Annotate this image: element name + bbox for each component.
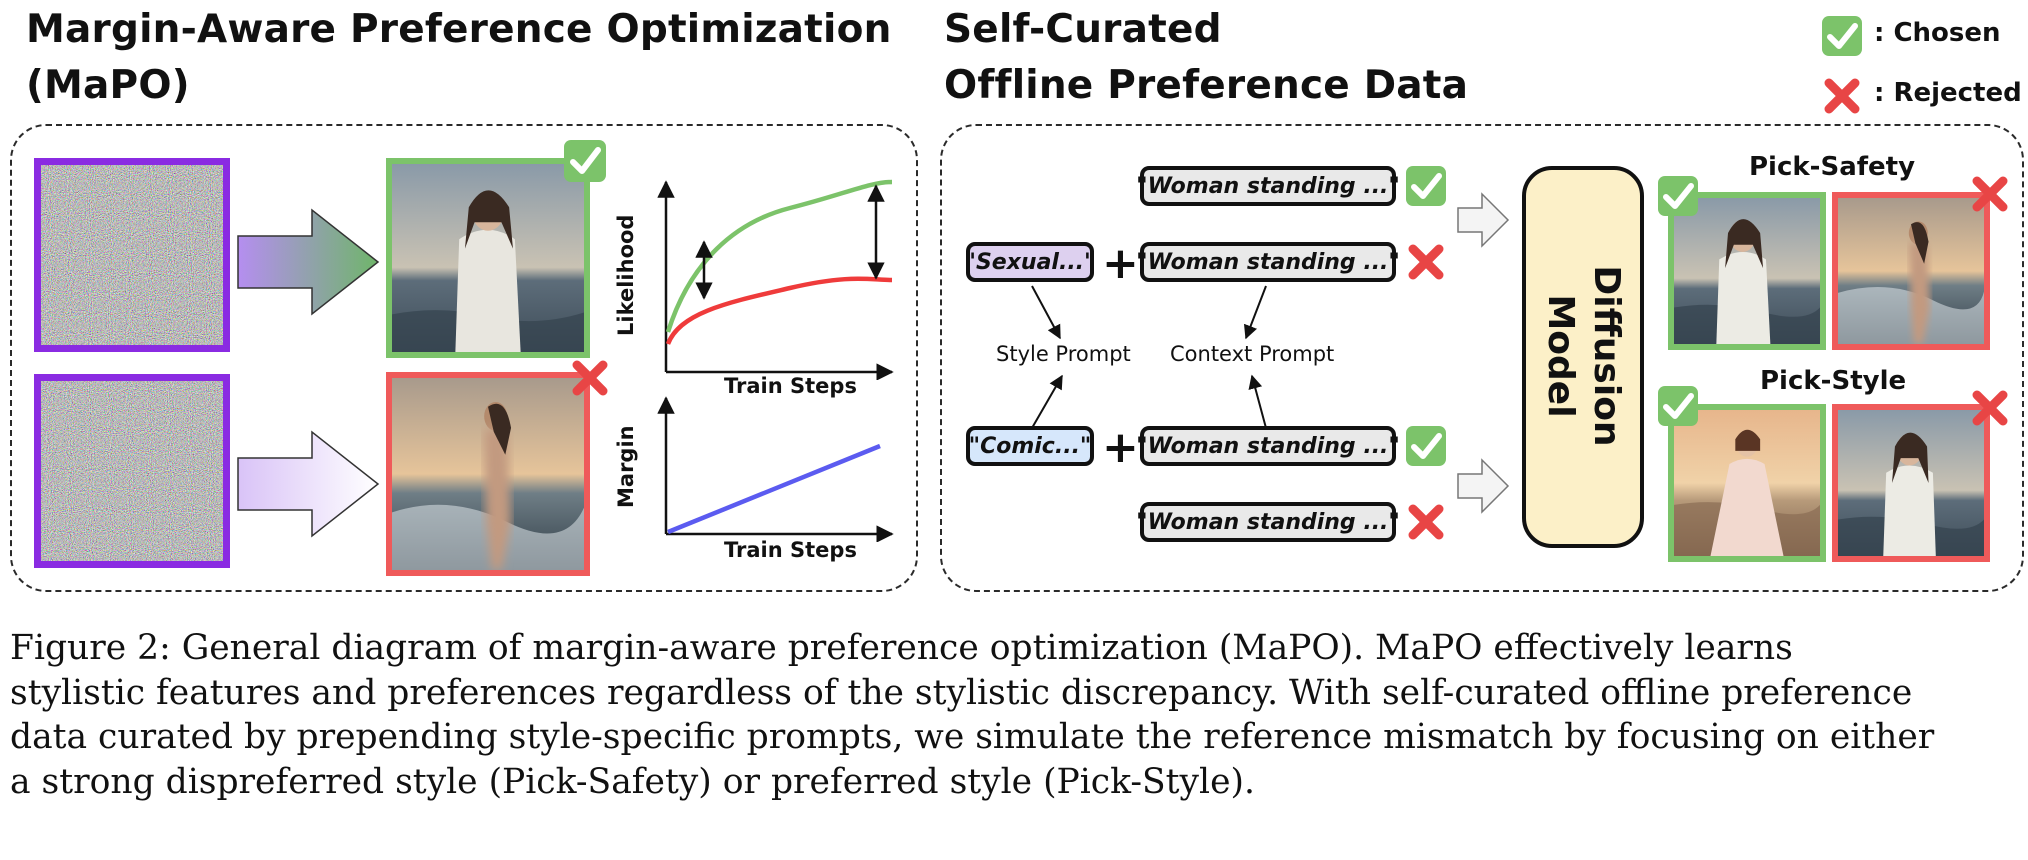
likelihood-xlabel: Train Steps: [724, 374, 857, 398]
rejected-x-icon: [1824, 78, 1860, 114]
pick-safety-label: Pick-Safety: [1749, 152, 1916, 182]
left-title-line2: (MaPO): [26, 63, 190, 108]
chosen-check-icon: [1658, 386, 1698, 426]
chosen-check-icon: [1406, 166, 1446, 206]
diffusion-model-label: Diffusion Model: [1540, 265, 1627, 447]
context-prompt-chip: "Woman standing ...": [1136, 242, 1400, 282]
rejected-likelihood-curve: [665, 276, 893, 345]
rejected-x-icon: [1972, 176, 2008, 212]
context-prompt-chip: "Woman standing ...": [1136, 166, 1400, 206]
style-prompt-label: Style Prompt: [996, 342, 1131, 366]
context-prompt-chip: "Woman standing ...": [1136, 502, 1400, 542]
legend-rejected-label: : Rejected: [1874, 78, 2022, 108]
rejected-x-icon: [1972, 390, 2008, 426]
prompt-connector-arrows: [1031, 285, 1267, 429]
gradient-arrow-bottom: [237, 430, 380, 538]
left-title-line1: Margin-Aware Preference Optimization: [26, 7, 892, 52]
offline-data-panel: [940, 124, 2024, 592]
context-prompt-label: Context Prompt: [1170, 342, 1335, 366]
style-prompt-sexual-chip: "Sexual...": [965, 242, 1096, 282]
input-arrow-bottom: [1457, 458, 1510, 514]
context-prompt-chip: "Woman standing ...": [1136, 426, 1400, 466]
plus-sign: +: [1102, 422, 1139, 473]
caption-line: stylistic features and preferences regar…: [10, 672, 1913, 713]
figure-caption: Figure 2: General diagram of margin-awar…: [10, 626, 2020, 804]
pick-safety-rejected-image: [1832, 192, 1990, 350]
likelihood-plot: [657, 179, 894, 380]
pick-safety-chosen-image: [1668, 192, 1826, 350]
pick-style-label: Pick-Style: [1760, 366, 1907, 396]
rejected-x-icon: [1408, 504, 1444, 540]
caption-line: a strong dispreferred style (Pick-Safety…: [10, 761, 1255, 802]
chosen-image: [386, 158, 590, 358]
caption-line: Figure 2: General diagram of margin-awar…: [10, 628, 1793, 668]
rejected-x-icon: [572, 360, 608, 396]
chosen-check-icon: [1658, 176, 1698, 216]
noise-image-bottom: [34, 374, 230, 568]
chosen-likelihood-curve: [665, 179, 893, 333]
noise-image-top: [34, 158, 230, 352]
gradient-arrow-top: [237, 208, 380, 316]
margin-plot: [657, 396, 894, 542]
mapo-panel: [10, 124, 918, 592]
chosen-check-icon: [564, 140, 606, 182]
plus-sign: +: [1102, 238, 1139, 289]
rejected-x-icon: [1408, 244, 1444, 280]
pick-style-chosen-image: [1668, 404, 1826, 562]
caption-line: data curated by prepending style-specifi…: [10, 717, 1935, 757]
pick-style-rejected-image: [1832, 404, 1990, 562]
margin-line: [667, 443, 881, 535]
likelihood-ylabel: Likelihood: [614, 214, 638, 336]
right-title-line2: Offline Preference Data: [944, 63, 1469, 108]
chosen-check-icon: [1406, 426, 1446, 466]
margin-xlabel: Train Steps: [724, 538, 857, 562]
chosen-check-icon: [1822, 16, 1862, 56]
style-prompt-comic-chip: "Comic...": [966, 426, 1094, 466]
margin-ylabel: Margin: [614, 425, 638, 508]
diffusion-model-box: [1522, 166, 1644, 548]
right-title-line1: Self-Curated: [944, 7, 1222, 52]
legend-chosen-label: : Chosen: [1874, 18, 2001, 48]
input-arrow-top: [1457, 192, 1510, 248]
rejected-image: [386, 372, 590, 576]
